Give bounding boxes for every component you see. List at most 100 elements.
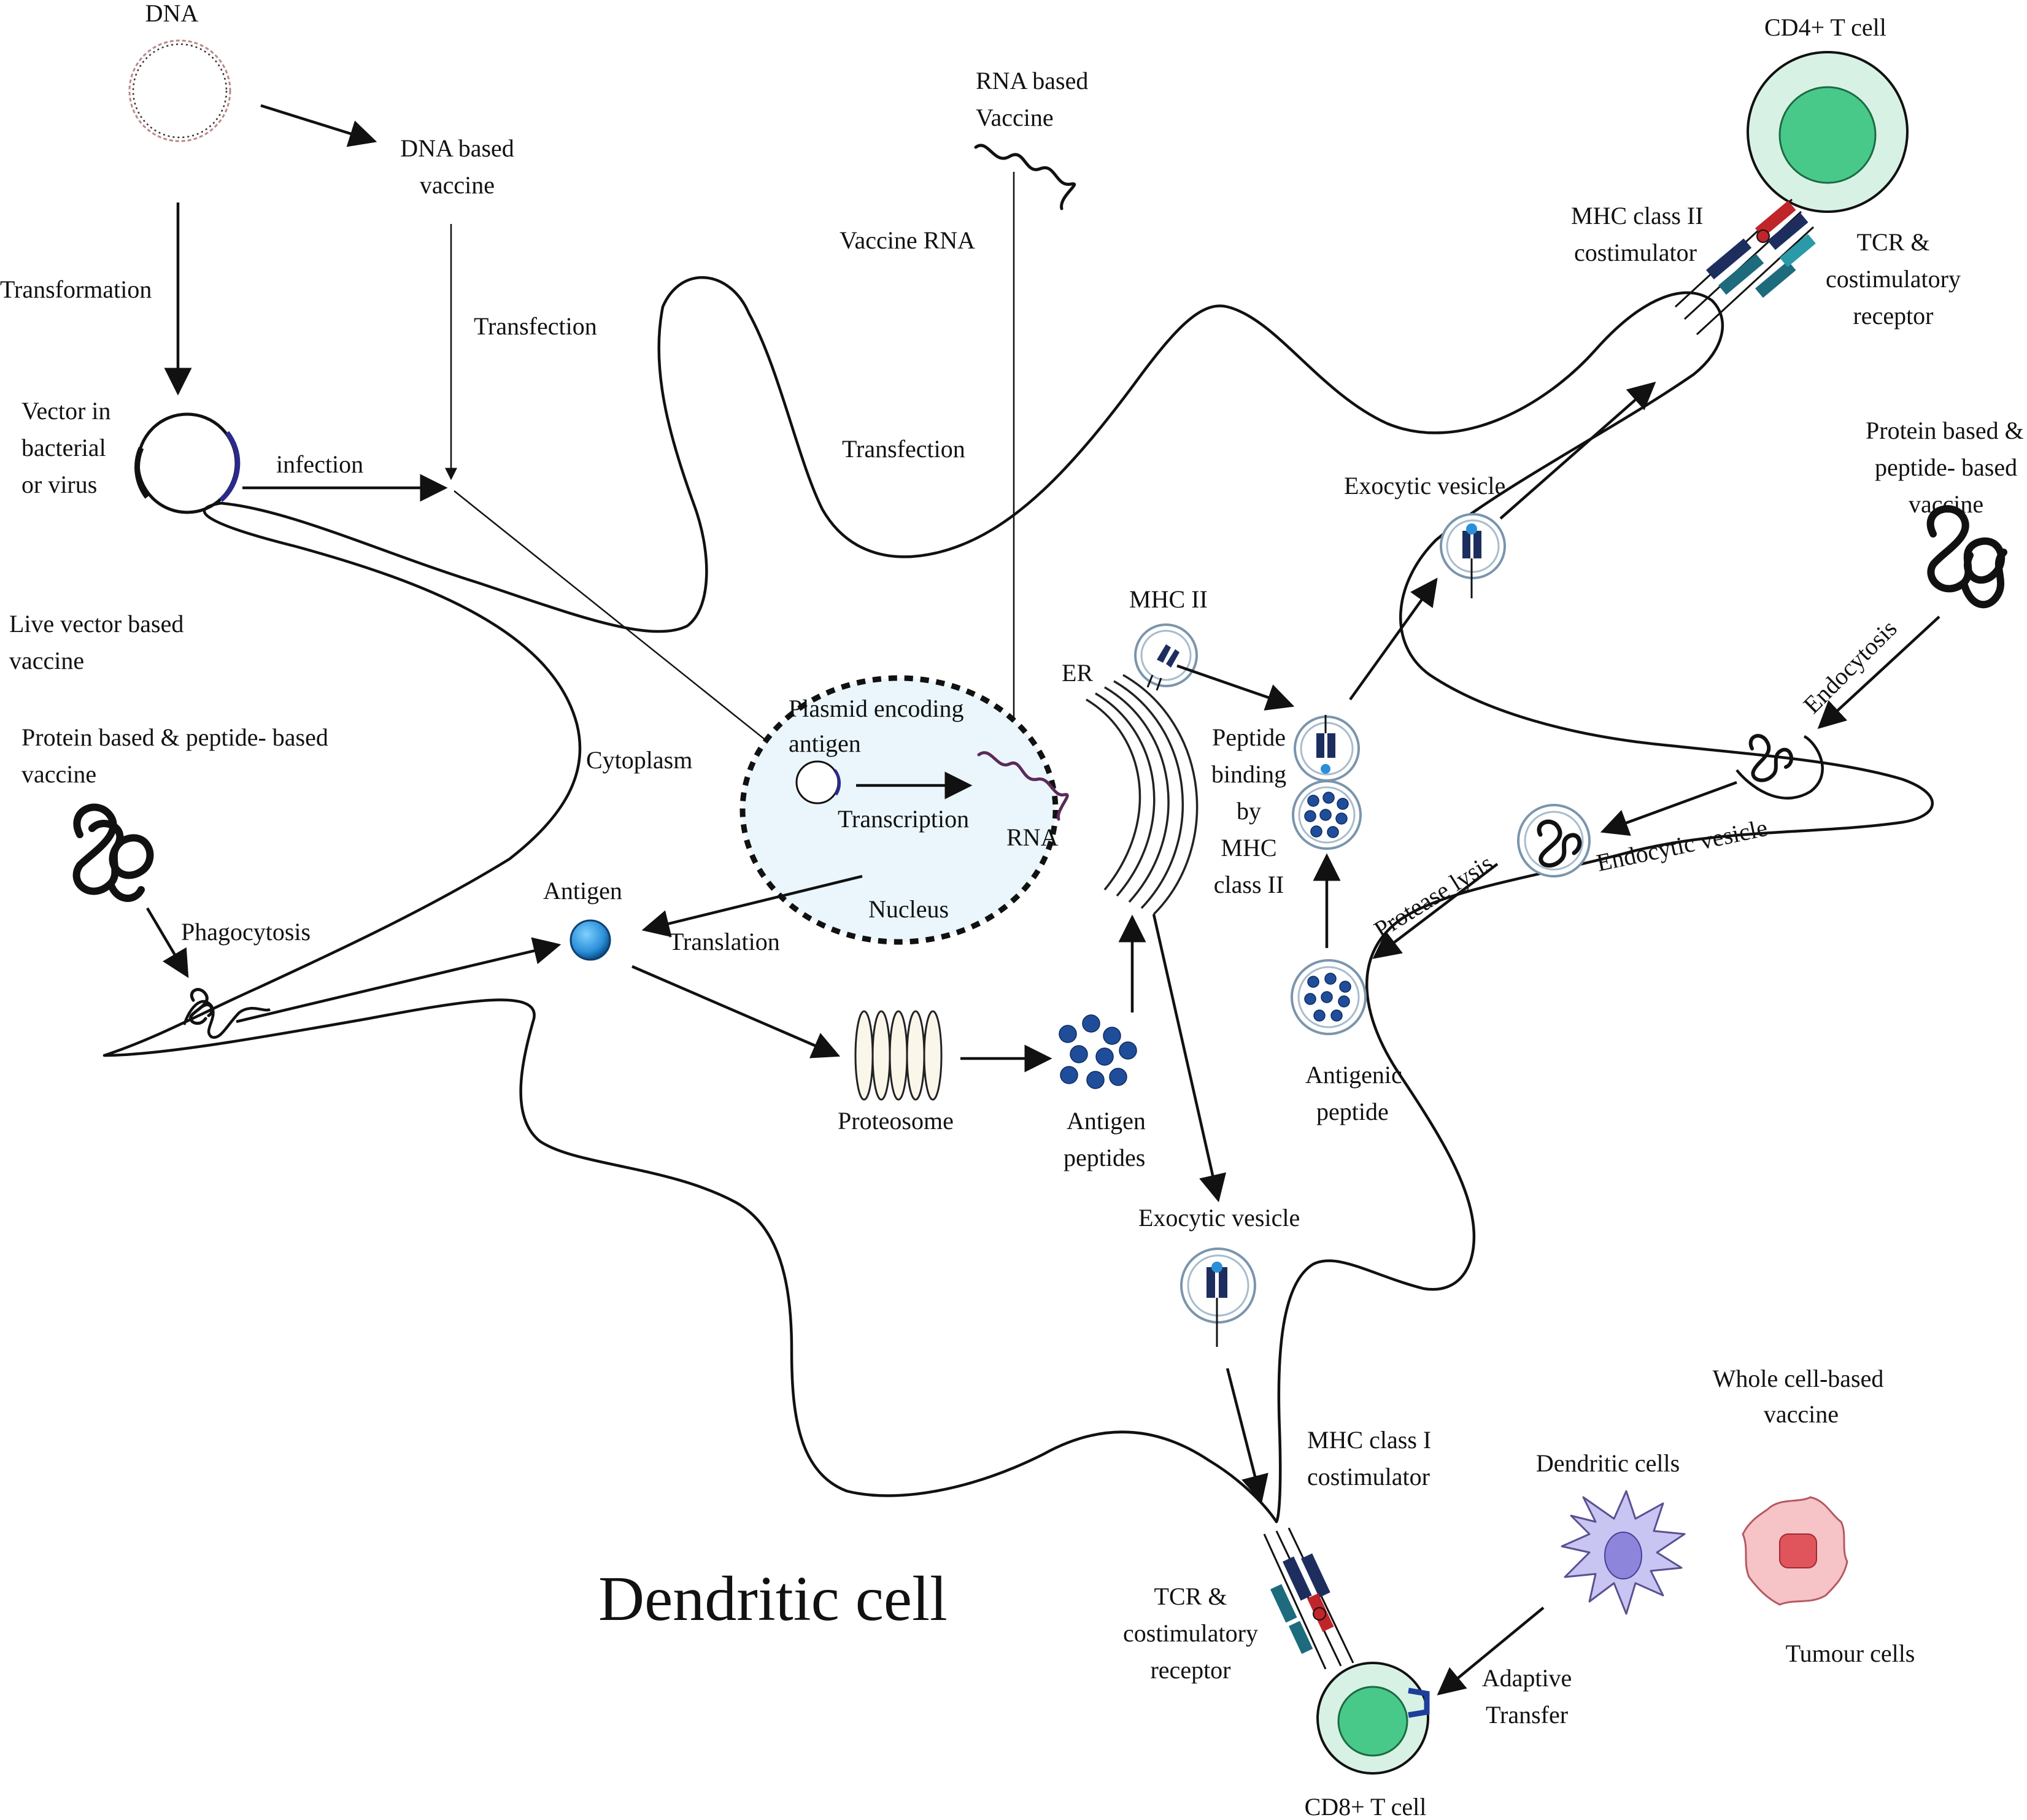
tumour-cells-label: Tumour cells <box>1786 1640 1915 1667</box>
binding-to-exocytic-top-arrow <box>1349 577 1438 701</box>
proteosome-label: Proteosome <box>838 1107 954 1135</box>
antigen-peptides-label-1: Antigen <box>1067 1107 1146 1135</box>
plasmid-in-nucleus-icon <box>795 760 840 804</box>
peptide-binding-label-3: by <box>1237 797 1261 825</box>
translation-arrow <box>641 874 863 938</box>
exocytic-vesicle-top <box>1440 513 1506 598</box>
live-vector-label-1: Live vector based <box>9 610 183 638</box>
cd8-receptor-icon <box>1408 1687 1430 1718</box>
peptide-binding-vesicle <box>1292 715 1362 850</box>
plasmid-label-2: antigen <box>789 730 861 757</box>
vector-label-2: bacterial <box>21 434 106 461</box>
antigenic-peptide-label-2: peptide <box>1316 1098 1389 1125</box>
dna-plasmid-icon <box>128 39 231 142</box>
protein-left-label-2: vaccine <box>21 760 96 788</box>
translation-label: Translation <box>669 928 780 955</box>
antigen-peptides-label-2: peptides <box>1064 1144 1145 1171</box>
vaccine-rna-label: Vaccine RNA <box>840 226 975 254</box>
adaptive-transfer-arrow <box>1437 1606 1545 1695</box>
phagocytosis-arrow <box>146 907 189 978</box>
tcr-top-label-2: costimulatory <box>1826 265 1961 293</box>
dna-label: DNA <box>145 0 199 27</box>
tcr-bottom-label-3: receptor <box>1150 1656 1230 1684</box>
rna-based-label-1: RNA based <box>976 67 1088 94</box>
mhc-ii-label: MHC II <box>1129 585 1208 613</box>
protein-left-label-1: Protein based & peptide- based <box>21 723 328 751</box>
cd8-t-cell-label: CD8+ T cell <box>1305 1793 1427 1820</box>
adaptive-label-2: Transfer <box>1486 1701 1568 1729</box>
endocytosis-dip <box>1735 735 1824 800</box>
dna-transfection-label: Transfection <box>474 312 597 340</box>
peptide-binding-label-4: MHC <box>1221 834 1276 862</box>
protein-left-icon <box>72 803 154 902</box>
peptide-binding-label-2: binding <box>1211 760 1286 788</box>
infection-label: infection <box>276 450 363 478</box>
protease-lysis-label: Protease lysis <box>1369 849 1497 943</box>
mhc-ii-tcr-synapse <box>1674 198 1816 336</box>
endocytic-vesicle-label: Endocytic vesicle <box>1594 814 1770 877</box>
whole-cell-label-1: Whole cell-based <box>1713 1365 1884 1392</box>
exocytic-vesicle-bottom-label: Exocytic vesicle <box>1138 1204 1300 1232</box>
transformation-label: Transformation <box>0 276 152 303</box>
dna-based-vaccine-label-2: vaccine <box>420 171 495 199</box>
nucleus-label: Nucleus <box>868 895 949 923</box>
tcr-top-label-3: receptor <box>1853 302 1933 330</box>
rna-based-label-2: Vaccine <box>976 104 1054 131</box>
exocytic-vesicle-bottom <box>1180 1247 1256 1347</box>
protein-right-label-3: vaccine <box>1909 490 1983 518</box>
antigenic-peptide-label-1: Antigenic <box>1305 1061 1402 1089</box>
live-vector-label-2: vaccine <box>9 647 84 674</box>
er-stack-icon <box>1086 674 1199 916</box>
dendritic-cell-outline <box>102 276 1934 1524</box>
tumour-cell-icon <box>1742 1496 1848 1606</box>
protein-right-label-2: peptide- based <box>1875 453 2017 481</box>
transcription-label: Transcription <box>838 805 969 833</box>
cd8-t-cell-nucleus <box>1337 1686 1408 1757</box>
dendritic-cell-small-icon <box>1561 1490 1686 1615</box>
dendritic-cell-title: Dendritic cell <box>598 1564 948 1634</box>
peptide-binding-label-1: Peptide <box>1212 723 1286 751</box>
er-label: ER <box>1062 659 1093 687</box>
endocytosis-arrow <box>1817 615 1940 730</box>
cd4-t-cell-nucleus <box>1778 86 1877 184</box>
to-plasmid-arrow <box>454 490 793 762</box>
rna-squiggle-icon <box>977 751 1069 821</box>
endocytosis-to-vesicle-arrow <box>1600 781 1737 836</box>
vector-plasmid-icon <box>134 412 241 514</box>
mhc-class-ii-costim-label-2: costimulator <box>1574 239 1697 266</box>
nucleus <box>739 675 1059 945</box>
adaptive-label-1: Adaptive <box>1482 1664 1572 1692</box>
protein-right-label-1: Protein based & <box>1866 417 2024 444</box>
antigenic-peptide-vesicle <box>1291 959 1367 1035</box>
er-to-exocytic-bottom-arrow <box>1152 914 1227 1203</box>
phagocytosis-cup <box>182 1000 271 1039</box>
vector-label-3: or virus <box>21 471 97 498</box>
phagocytosis-to-antigen-arrow <box>236 937 562 1024</box>
protein-right-icon <box>1926 505 2007 609</box>
cd4-t-cell-label: CD4+ T cell <box>1764 13 1886 41</box>
rna-label: RNA <box>1006 823 1059 851</box>
antigen-peptides-icon <box>1059 1014 1137 1089</box>
endocytosed-protein-icon <box>1748 734 1793 782</box>
endocytic-vesicle <box>1517 804 1591 877</box>
exocytic-to-cd8-arrow <box>1226 1368 1268 1503</box>
mhc-class-i-costim-label-1: MHC class I <box>1307 1426 1431 1454</box>
mhc-class-ii-costim-label-1: MHC class II <box>1571 202 1704 229</box>
dendritic-cells-label: Dendritic cells <box>1536 1449 1680 1477</box>
rna-vaccine-squiggle-icon <box>974 144 1076 210</box>
mhc-i-tcr-synapse <box>1263 1527 1354 1670</box>
exocytic-to-cd4-arrow <box>1499 382 1656 520</box>
protease-lysis-arrow <box>1372 863 1499 959</box>
mhc-ii-to-binding-arrow <box>1176 664 1295 711</box>
tcr-bottom-label-1: TCR & <box>1154 1583 1227 1610</box>
rna-transfection-label: Transfection <box>842 435 965 463</box>
phagocytosed-protein-icon <box>189 988 214 1025</box>
tcr-top-label-1: TCR & <box>1857 228 1930 256</box>
antigen-to-proteosome-arrow <box>631 965 841 1058</box>
peptide-binding-label-5: class II <box>1214 871 1284 898</box>
dna-based-vaccine-label-1: DNA based <box>400 134 514 162</box>
whole-cell-label-2: vaccine <box>1764 1400 1839 1428</box>
mhc-ii-vesicle <box>1134 623 1198 691</box>
dna-to-dna-vaccine-arrow <box>260 104 377 147</box>
